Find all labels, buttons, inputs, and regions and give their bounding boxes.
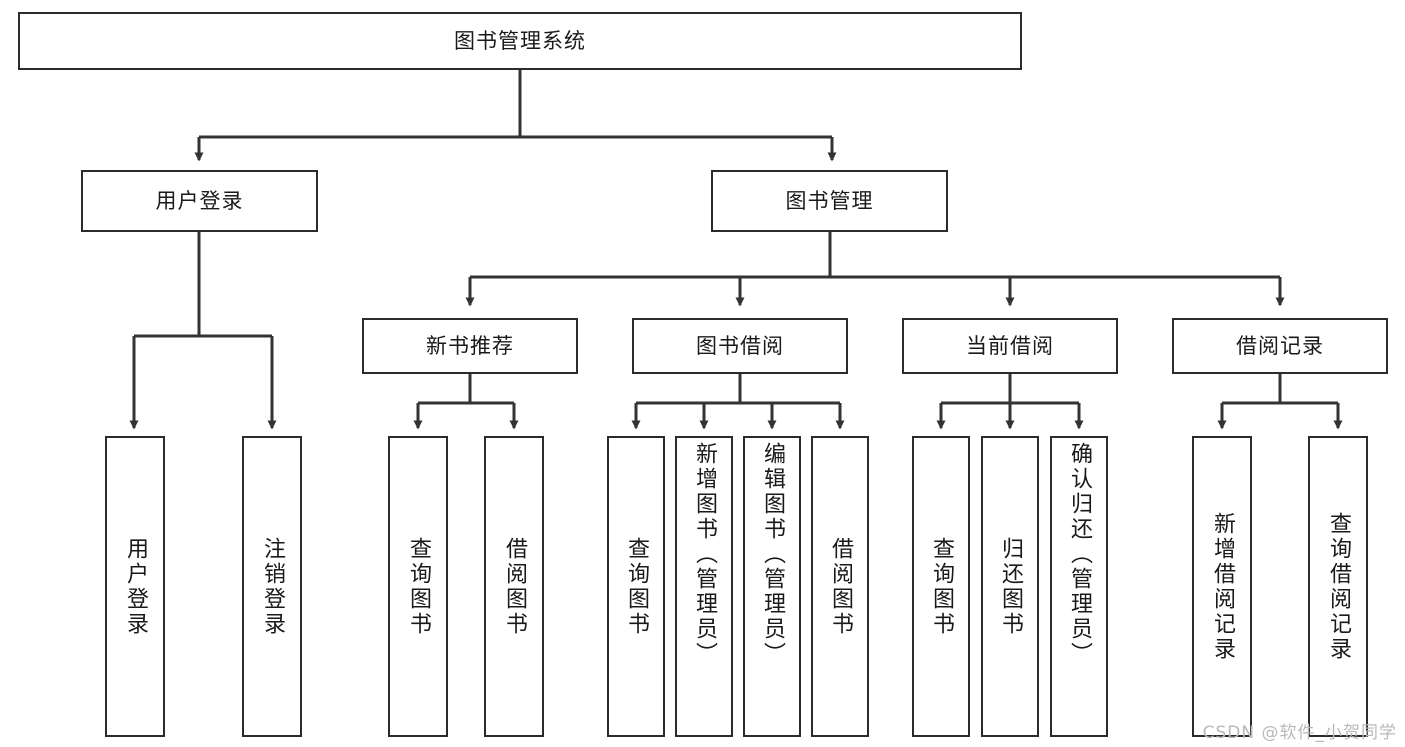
leaf-confirm-return-admin-label: 确认归还（管理员）: [1066, 442, 1092, 667]
node-root-label: 图书管理系统: [454, 28, 586, 53]
leaf-user-login-label: 用户登录: [122, 536, 148, 637]
leaf-add-borrow-record-label: 新增借阅记录: [1209, 511, 1235, 662]
leaf-query-book-1[interactable]: 查询图书: [388, 436, 448, 737]
node-user-login[interactable]: 用户登录: [81, 170, 318, 232]
leaf-query-book-1-label: 查询图书: [405, 536, 431, 637]
leaf-edit-book-admin[interactable]: 编辑图书（管理员）: [743, 436, 801, 737]
leaf-query-book-2[interactable]: 查询图书: [607, 436, 665, 737]
leaf-logout[interactable]: 注销登录: [242, 436, 302, 737]
leaf-query-borrow-record[interactable]: 查询借阅记录: [1308, 436, 1368, 737]
leaf-logout-label: 注销登录: [259, 536, 285, 637]
node-book-manage-label: 图书管理: [785, 188, 874, 213]
node-borrow-record[interactable]: 借阅记录: [1172, 318, 1388, 374]
leaf-return-book[interactable]: 归还图书: [981, 436, 1039, 737]
leaf-query-book-3[interactable]: 查询图书: [912, 436, 970, 737]
leaf-borrow-book-2[interactable]: 借阅图书: [811, 436, 869, 737]
node-borrow-record-label: 借阅记录: [1236, 333, 1324, 358]
csdn-watermark: CSDN @软件_小贺同学: [1202, 723, 1397, 743]
node-user-login-label: 用户登录: [155, 188, 244, 213]
leaf-borrow-book-2-label: 借阅图书: [827, 536, 853, 637]
node-book-manage[interactable]: 图书管理: [711, 170, 948, 232]
node-book-borrow[interactable]: 图书借阅: [632, 318, 848, 374]
node-current-borrow[interactable]: 当前借阅: [902, 318, 1118, 374]
node-root[interactable]: 图书管理系统: [18, 12, 1022, 70]
leaf-add-book-admin-label: 新增图书（管理员）: [691, 442, 717, 667]
leaf-edit-book-admin-label: 编辑图书（管理员）: [759, 442, 785, 667]
node-book-borrow-label: 图书借阅: [696, 333, 784, 358]
leaf-confirm-return-admin[interactable]: 确认归还（管理员）: [1050, 436, 1108, 737]
leaf-query-book-3-label: 查询图书: [928, 536, 954, 637]
leaf-add-book-admin[interactable]: 新增图书（管理员）: [675, 436, 733, 737]
node-current-borrow-label: 当前借阅: [966, 333, 1054, 358]
leaf-borrow-book-1[interactable]: 借阅图书: [484, 436, 544, 737]
leaf-borrow-book-1-label: 借阅图书: [501, 536, 527, 637]
node-new-book-recommend-label: 新书推荐: [426, 333, 514, 358]
leaf-query-book-2-label: 查询图书: [623, 536, 649, 637]
leaf-user-login[interactable]: 用户登录: [105, 436, 165, 737]
leaf-return-book-label: 归还图书: [997, 536, 1023, 637]
leaf-add-borrow-record[interactable]: 新增借阅记录: [1192, 436, 1252, 737]
node-new-book-recommend[interactable]: 新书推荐: [362, 318, 578, 374]
leaf-query-borrow-record-label: 查询借阅记录: [1325, 511, 1351, 662]
